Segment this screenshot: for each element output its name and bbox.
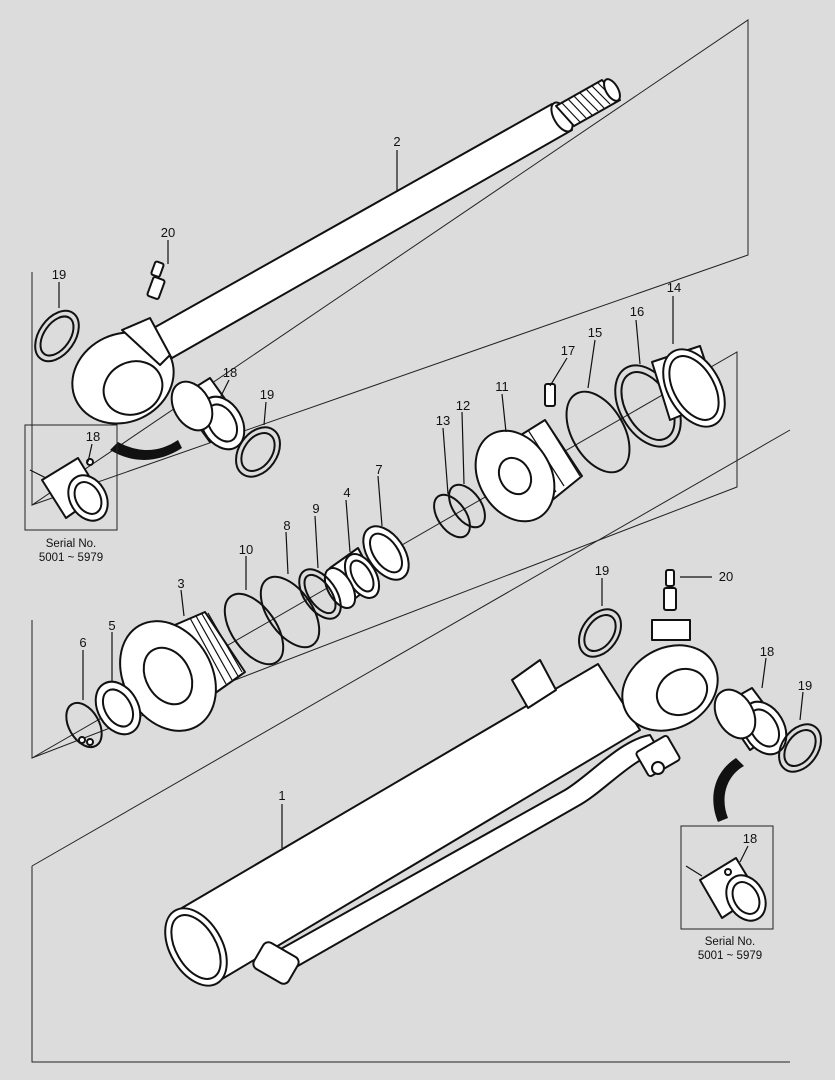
callout-20-lower: 20 xyxy=(719,569,733,584)
bushing-18-upper xyxy=(170,377,246,451)
callout-19-upper-right: 19 xyxy=(260,387,274,402)
callout-19-upper-left: 19 xyxy=(52,267,66,282)
callout-5: 5 xyxy=(108,618,115,633)
leader-lines xyxy=(29,150,804,877)
seal-ring-19-upper-right xyxy=(235,426,281,478)
callout-2: 2 xyxy=(393,134,400,149)
bushing-18-lower xyxy=(713,687,788,756)
callout-8: 8 xyxy=(283,518,290,533)
inset-lower xyxy=(680,825,774,930)
cylinder-head-3 xyxy=(119,611,246,732)
callout-9: 9 xyxy=(312,501,319,516)
cylinder-tube xyxy=(164,569,719,987)
inset-lower-serial-range: 5001 ~ 5979 xyxy=(698,950,762,962)
wiper-5-snapring-6 xyxy=(65,680,142,749)
callout-4: 4 xyxy=(343,485,350,500)
callout-3: 3 xyxy=(177,576,184,591)
callout-20-upper: 20 xyxy=(161,225,175,240)
callout-1: 1 xyxy=(278,788,285,803)
callout-6: 6 xyxy=(79,635,86,650)
seal-rings-8-9-10 xyxy=(223,568,342,666)
callout-labels: 2 20 19 18 19 18 Serial No. 5001 ~ 5979 … xyxy=(39,134,812,962)
inset-upper xyxy=(24,424,118,531)
panel-frames xyxy=(31,19,791,1063)
callout-11: 11 xyxy=(495,379,509,394)
seal-ring-19-upper-left xyxy=(34,309,80,363)
piston-rod xyxy=(71,78,621,425)
callout-18-lower: 18 xyxy=(760,644,774,659)
inset-upper-serial-label: Serial No. xyxy=(46,538,97,550)
callout-19-lower-left: 19 xyxy=(595,563,609,578)
callout-16: 16 xyxy=(630,304,644,319)
bushing-4 xyxy=(323,547,381,609)
callout-18-upper: 18 xyxy=(223,365,237,380)
callout-7: 7 xyxy=(375,462,382,477)
arrow-upper xyxy=(110,440,182,460)
inset-lower-serial-label: Serial No. xyxy=(705,936,756,948)
seal-ring-19-lower-left xyxy=(578,608,622,658)
callout-10: 10 xyxy=(239,542,253,557)
callout-18-inset-lower: 18 xyxy=(743,831,757,846)
washer-7 xyxy=(362,525,410,581)
callout-12: 12 xyxy=(456,398,470,413)
callout-17: 17 xyxy=(561,343,575,358)
callout-15: 15 xyxy=(588,325,602,340)
piston-11 xyxy=(474,383,583,523)
callout-19-lower-right: 19 xyxy=(798,678,812,693)
seal-ring-19-lower-right xyxy=(778,723,822,773)
callout-13: 13 xyxy=(436,413,450,428)
arrow-lower xyxy=(713,758,744,822)
o-rings-12-13 xyxy=(433,483,486,539)
seal-rings-14-15-16 xyxy=(565,345,726,474)
inset-upper-serial-range: 5001 ~ 5979 xyxy=(39,552,103,564)
callout-14: 14 xyxy=(667,280,681,295)
callout-18-inset-upper: 18 xyxy=(86,429,100,444)
